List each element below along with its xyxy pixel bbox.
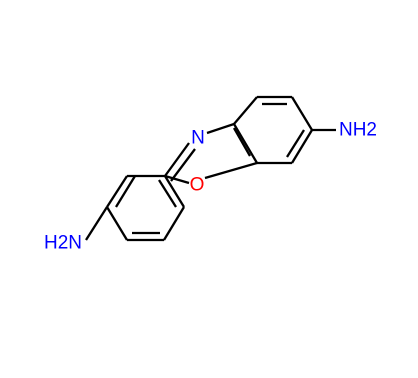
bond-c3a-c4: [233, 96, 258, 125]
bonds: [85, 95, 336, 242]
bond-c2-o1: [164, 174, 190, 185]
bond-c6-c7: [291, 129, 313, 164]
bond-n3-c2-inner: [170, 148, 196, 182]
bond-c3a-n3: [206, 122, 235, 135]
bond-c6-c7-inner: [286, 129, 305, 158]
bond-c5p-c6p-inner: [158, 179, 177, 208]
bond-c4p-nh2: [85, 206, 108, 241]
bond-c7a-c3a: [233, 123, 258, 164]
bond-c7a-c3a-inner: [233, 127, 251, 157]
bond-c1p-c2p: [106, 175, 128, 208]
bond-c5-c6: [291, 96, 313, 131]
amine-right-label: NH2: [339, 120, 377, 141]
nitrogen-atom-label: N: [191, 128, 205, 149]
bond-o1-c7a: [204, 161, 258, 180]
bond-c5p-c6p: [164, 175, 185, 208]
oxygen-atom-label: O: [190, 175, 205, 196]
amine-left-label: H2N: [44, 233, 82, 254]
bond-c2p-c3p: [106, 206, 128, 241]
atom-labels: N O NH2 H2N: [44, 120, 377, 254]
bond-c1p-c2p-inner: [115, 175, 136, 208]
bond-c4p-c5p: [163, 206, 185, 241]
bond-n3-c2: [164, 142, 190, 177]
